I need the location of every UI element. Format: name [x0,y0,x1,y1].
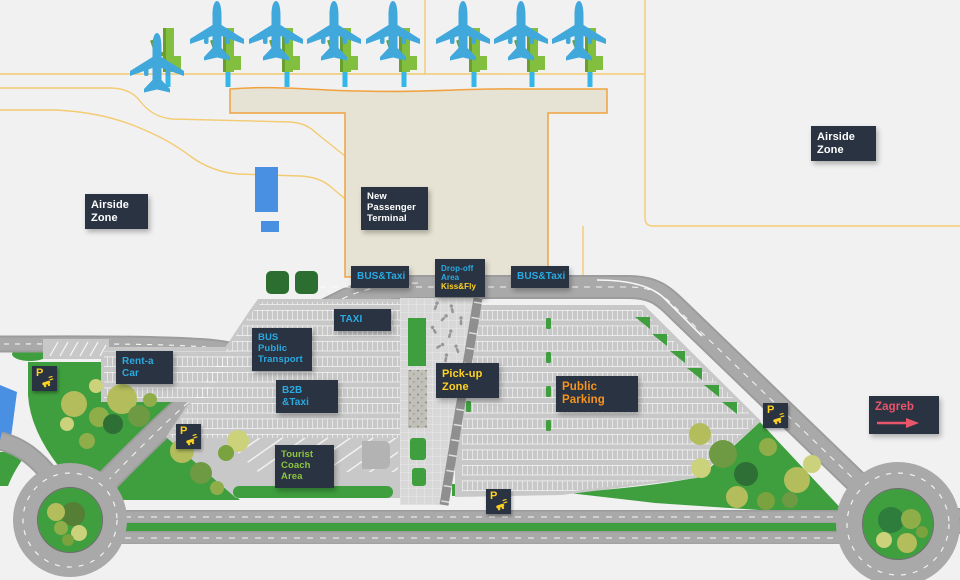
car-direction-icon [496,499,508,511]
label-b2b-taxi: B2B &Taxi [276,380,338,413]
bush [295,271,318,294]
plaza-green-strip [408,318,426,366]
label-airside-zone-left: Airside Zone [85,194,148,230]
pedestrian-plaza [400,297,483,506]
bush [266,271,289,294]
aircraft-stands [130,1,606,93]
label-bus-taxi-left: BUS&Taxi [351,266,409,288]
parking-sign: P [32,366,57,391]
label-tourist-coach-area: Tourist Coach Area [275,445,334,488]
label-airside-zone-right: Airside Zone [811,126,876,162]
label-pick-up-zone: Pick-up Zone [436,363,499,399]
label-zagreb: Zagreb [869,396,939,435]
label-taxi: TAXI [334,309,391,331]
label-bus-public-transport: BUS Public Transport [252,328,312,371]
label-new-passenger-terminal: New Passenger Terminal [361,187,428,230]
tower-annex [261,221,279,232]
parking-sign: P [176,424,201,449]
control-tower [255,167,278,212]
terminal-footprint [229,86,608,278]
plaza-gravel [408,370,427,428]
coach-green-strip [233,486,393,498]
label-bus-taxi-right: BUS&Taxi [511,266,569,288]
lot-small-diagonal [43,339,109,359]
airside-markings [0,0,960,290]
arrow-right-icon [877,418,919,429]
coach-area-building [362,441,390,469]
car-direction-icon [186,434,198,446]
car-direction-icon [42,376,54,388]
label-public-parking: Public Parking [556,376,638,413]
car-direction-icon [773,413,785,425]
parking-sign: P [486,489,511,514]
parking-sign: P [763,403,788,428]
terminal-building [229,86,608,294]
label-drop-off-kiss-and-fly: Drop-off Area Kiss&Fly [435,259,485,297]
label-rent-a-car: Rent-a Car [116,351,173,384]
